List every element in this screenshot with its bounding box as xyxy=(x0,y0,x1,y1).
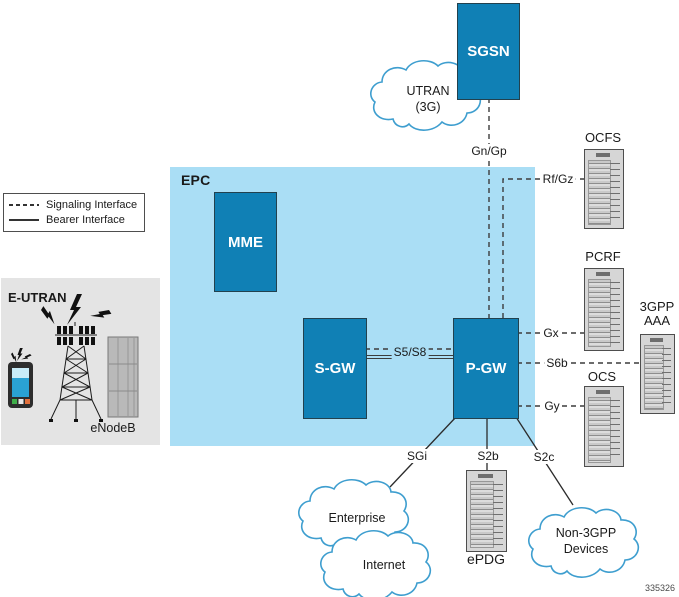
server-vents xyxy=(492,484,503,545)
bearer-line-sample-icon xyxy=(9,219,39,221)
s5-s8-interface-label: S5/S8 xyxy=(391,345,429,359)
gx-interface-label: Gx xyxy=(541,326,561,340)
mobile-device-icon xyxy=(8,348,33,408)
ocs-server-rack-icon xyxy=(584,386,624,467)
enodeb-label: eNodeB xyxy=(90,421,136,435)
rf-gz-interface-label: Rf/Gz xyxy=(540,172,576,186)
legend: Signaling Interface Bearer Interface xyxy=(3,193,145,232)
pgw-node: P-GW xyxy=(453,318,519,419)
aaa-server-rack-icon xyxy=(640,334,675,414)
server-rack-face xyxy=(588,160,612,225)
non-3gpp-cloud-label-line2: Devices xyxy=(563,542,609,556)
sgi-interface-label: SGi xyxy=(404,449,430,463)
internet-cloud-label: Internet xyxy=(362,558,406,572)
sgw-node: S-GW xyxy=(303,318,367,419)
legend-row-signaling: Signaling Interface xyxy=(9,199,144,211)
aaa-server-label: 3GPP AAA xyxy=(634,300,679,328)
server-vents xyxy=(610,282,620,344)
server-rack-face xyxy=(470,481,494,548)
ocs-server-label: OCS xyxy=(587,369,617,384)
non-3gpp-cloud-label-line1: Non-3GPP xyxy=(555,526,617,540)
non-3gpp-cloud-label: Non-3GPP Devices xyxy=(536,525,636,557)
mme-node: MME xyxy=(214,192,277,292)
legend-row-bearer: Bearer Interface xyxy=(9,214,144,226)
utran-cloud-label: UTRAN (3G) xyxy=(386,83,470,115)
s2b-interface-label: S2b xyxy=(475,449,501,463)
aaa-server-label-line2: AAA xyxy=(643,313,670,328)
lightning-bolt-icon xyxy=(41,294,112,325)
sgsn-node: SGSN xyxy=(457,3,520,100)
server-slot xyxy=(595,390,611,394)
server-vents xyxy=(610,400,620,460)
pcrf-server-rack-icon xyxy=(584,268,624,351)
server-rack-face xyxy=(588,279,612,347)
rf-gz-signaling-line xyxy=(502,178,584,318)
aaa-server-label-line1: 3GPP xyxy=(639,299,675,314)
ocfs-server-rack-icon xyxy=(584,149,624,229)
cell-tower-icon xyxy=(41,294,112,422)
utran-cloud-label-line1: UTRAN xyxy=(406,84,450,98)
server-slot xyxy=(595,153,611,157)
eutran-region-label: E-UTRAN xyxy=(8,290,67,305)
enodeb-cabinet-icon xyxy=(107,336,139,418)
server-slot xyxy=(650,338,663,342)
lightning-bolt-icon xyxy=(11,348,32,363)
legend-signaling-label: Signaling Interface xyxy=(46,199,138,211)
epdg-server-label: ePDG xyxy=(466,551,506,567)
antenna-array xyxy=(57,326,95,345)
gy-interface-label: Gy xyxy=(542,399,562,413)
server-vents xyxy=(662,348,671,407)
s6b-interface-label: S6b xyxy=(544,356,570,370)
pcrf-server-label: PCRF xyxy=(585,249,621,264)
s2c-interface-label: S2c xyxy=(531,450,557,464)
epc-region-label: EPC xyxy=(181,172,211,188)
server-vents xyxy=(610,163,620,222)
server-slot xyxy=(595,272,611,276)
gn-gp-interface-label: Gn/Gp xyxy=(469,144,509,158)
server-rack-face xyxy=(588,397,612,463)
epdg-server-rack-icon xyxy=(466,470,507,552)
signaling-line-sample-icon xyxy=(9,204,39,206)
server-rack-face xyxy=(644,345,665,410)
enterprise-cloud-label: Enterprise xyxy=(328,511,386,525)
utran-cloud-label-line2: (3G) xyxy=(415,100,441,114)
eutran-artwork xyxy=(8,294,139,422)
server-slot xyxy=(477,474,493,478)
figure-number: 335326 xyxy=(644,583,675,593)
ocfs-server-label: OCFS xyxy=(584,130,622,145)
legend-bearer-label: Bearer Interface xyxy=(46,214,125,226)
